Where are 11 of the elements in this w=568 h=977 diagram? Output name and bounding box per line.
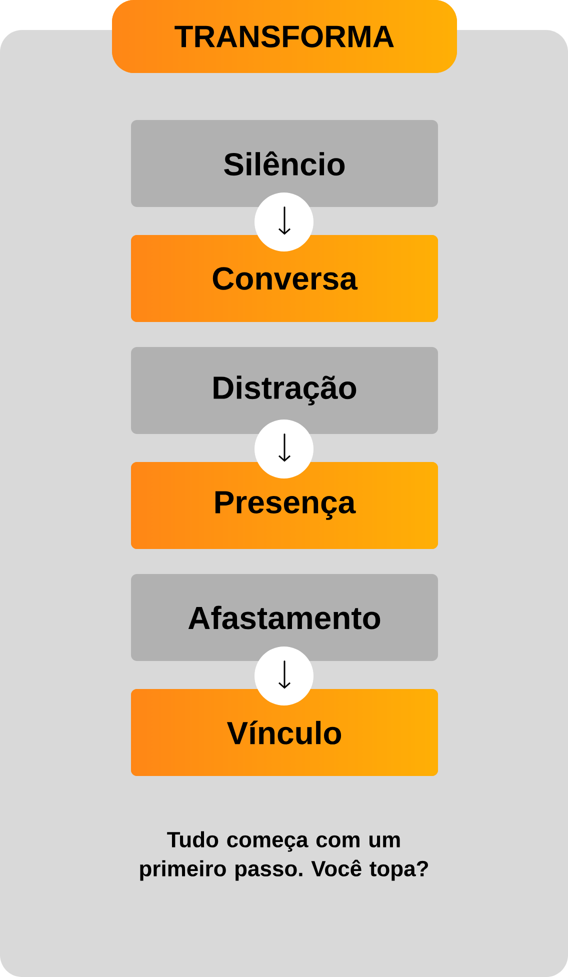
title-tab: TRANSFORMA (112, 0, 457, 73)
step-box: Afastamento (131, 574, 438, 661)
arrow (278, 660, 290, 689)
closing-text: Tudo começa com um primeiro passo. Você topa? (140, 831, 428, 881)
step-box: Silêncio (131, 120, 438, 207)
arrow (278, 206, 290, 235)
step-box: Presença (131, 462, 438, 549)
step-box: Vínculo (131, 689, 438, 776)
step-box: Conversa (131, 235, 438, 322)
arrow (278, 433, 290, 462)
step-box: Distração (131, 347, 438, 434)
